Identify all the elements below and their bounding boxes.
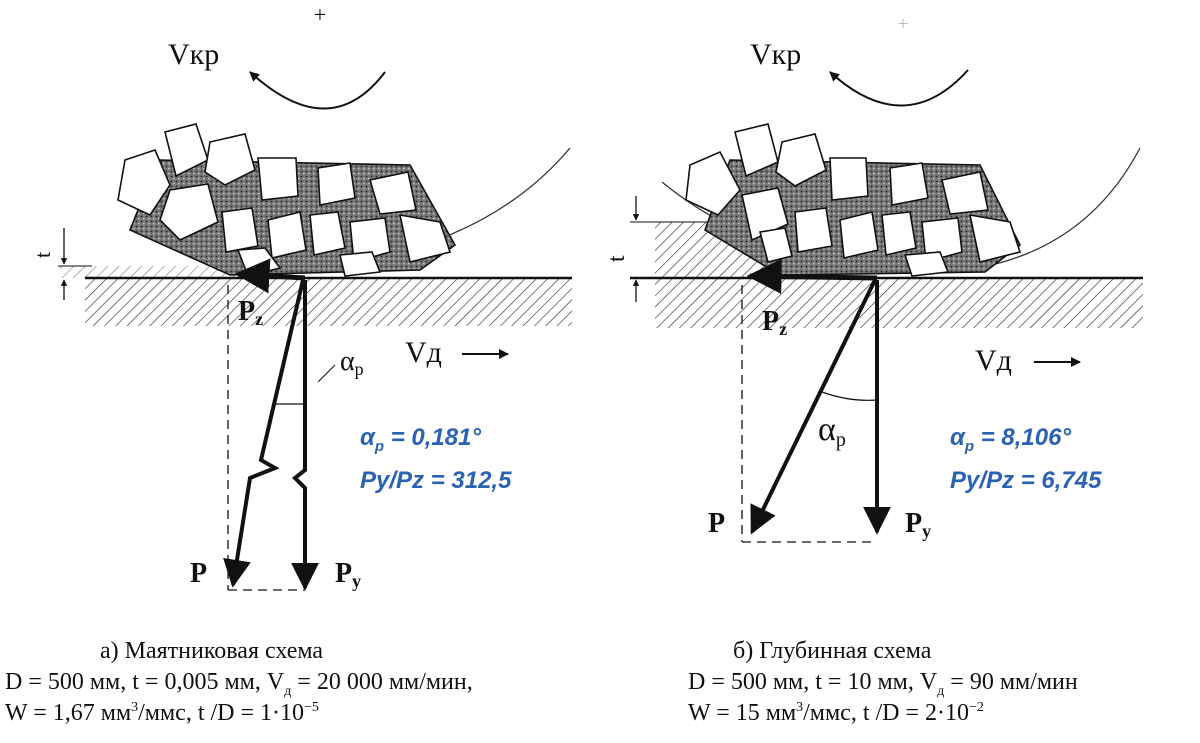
right-v-feed-label: Vд [975, 344, 1012, 377]
left-caption-title: а) Маятниковая схема [100, 638, 324, 664]
left-result-angle: αр = 0,181° [360, 424, 481, 455]
right-v-rotation-label: Vкр [750, 38, 801, 71]
left-angle-leader [317, 364, 336, 383]
left-plus-mark: + [314, 2, 326, 27]
right-pz-label: Pz [762, 306, 787, 339]
left-caption-line2: W = 1,67 мм3/ммс, t /D = 1·10−5 [5, 700, 319, 726]
left-workpiece [85, 278, 572, 326]
left-caption: а) Маятниковая схема D = 500 мм, t = 0,0… [5, 636, 473, 729]
left-force-p-arrow [223, 279, 305, 588]
left-result-ratio: Py/Pz = 312,5 [360, 467, 512, 494]
right-caption-line2: W = 15 мм3/ммс, t /D = 2·10−2 [688, 700, 984, 726]
left-panel: + Vкр t [30, 2, 572, 591]
right-angle-label: αр [818, 411, 846, 451]
right-plus-mark: + [897, 13, 908, 35]
left-rotation-arrow [249, 71, 386, 110]
left-depth-label: t [30, 252, 55, 258]
right-workpiece [655, 278, 1143, 328]
right-depth-label: t [604, 255, 630, 262]
left-v-rotation-label: Vкр [168, 38, 219, 71]
right-rotation-arrow [829, 69, 969, 107]
right-force-pz-arrow [746, 258, 878, 294]
left-p-label: P [190, 558, 207, 589]
right-py-label: Py [905, 508, 931, 541]
left-caption-line1: D = 500 мм, t = 0,005 мм, Vд = 20 000 мм… [5, 669, 473, 699]
right-abrasive-grits [685, 123, 1022, 277]
left-force-py-arrow [291, 280, 319, 591]
grinding-force-diagram: + Vкр t [30, 2, 1143, 591]
left-force-pz-arrow [234, 258, 306, 294]
right-p-label: P [708, 508, 725, 539]
right-force-p-arrow [750, 279, 877, 535]
left-abrasive-grits [117, 123, 457, 277]
right-caption: б) Глубинная схема D = 500 мм, t = 10 мм… [688, 636, 1078, 729]
left-angle-label: αр [340, 346, 364, 379]
right-result-angle: αр = 8,106° [950, 424, 1071, 455]
right-caption-title: б) Глубинная схема [733, 638, 932, 664]
left-v-feed-label: Vд [405, 336, 442, 369]
right-panel: + Vкр t [604, 13, 1143, 543]
left-py-label: Py [335, 558, 361, 591]
right-result-ratio: Py/Pz = 6,745 [950, 467, 1102, 494]
left-pz-label: Pz [238, 296, 263, 329]
right-angle-arc [821, 391, 878, 401]
right-caption-line1: D = 500 мм, t = 10 мм, Vд = 90 мм/мин [688, 669, 1078, 699]
